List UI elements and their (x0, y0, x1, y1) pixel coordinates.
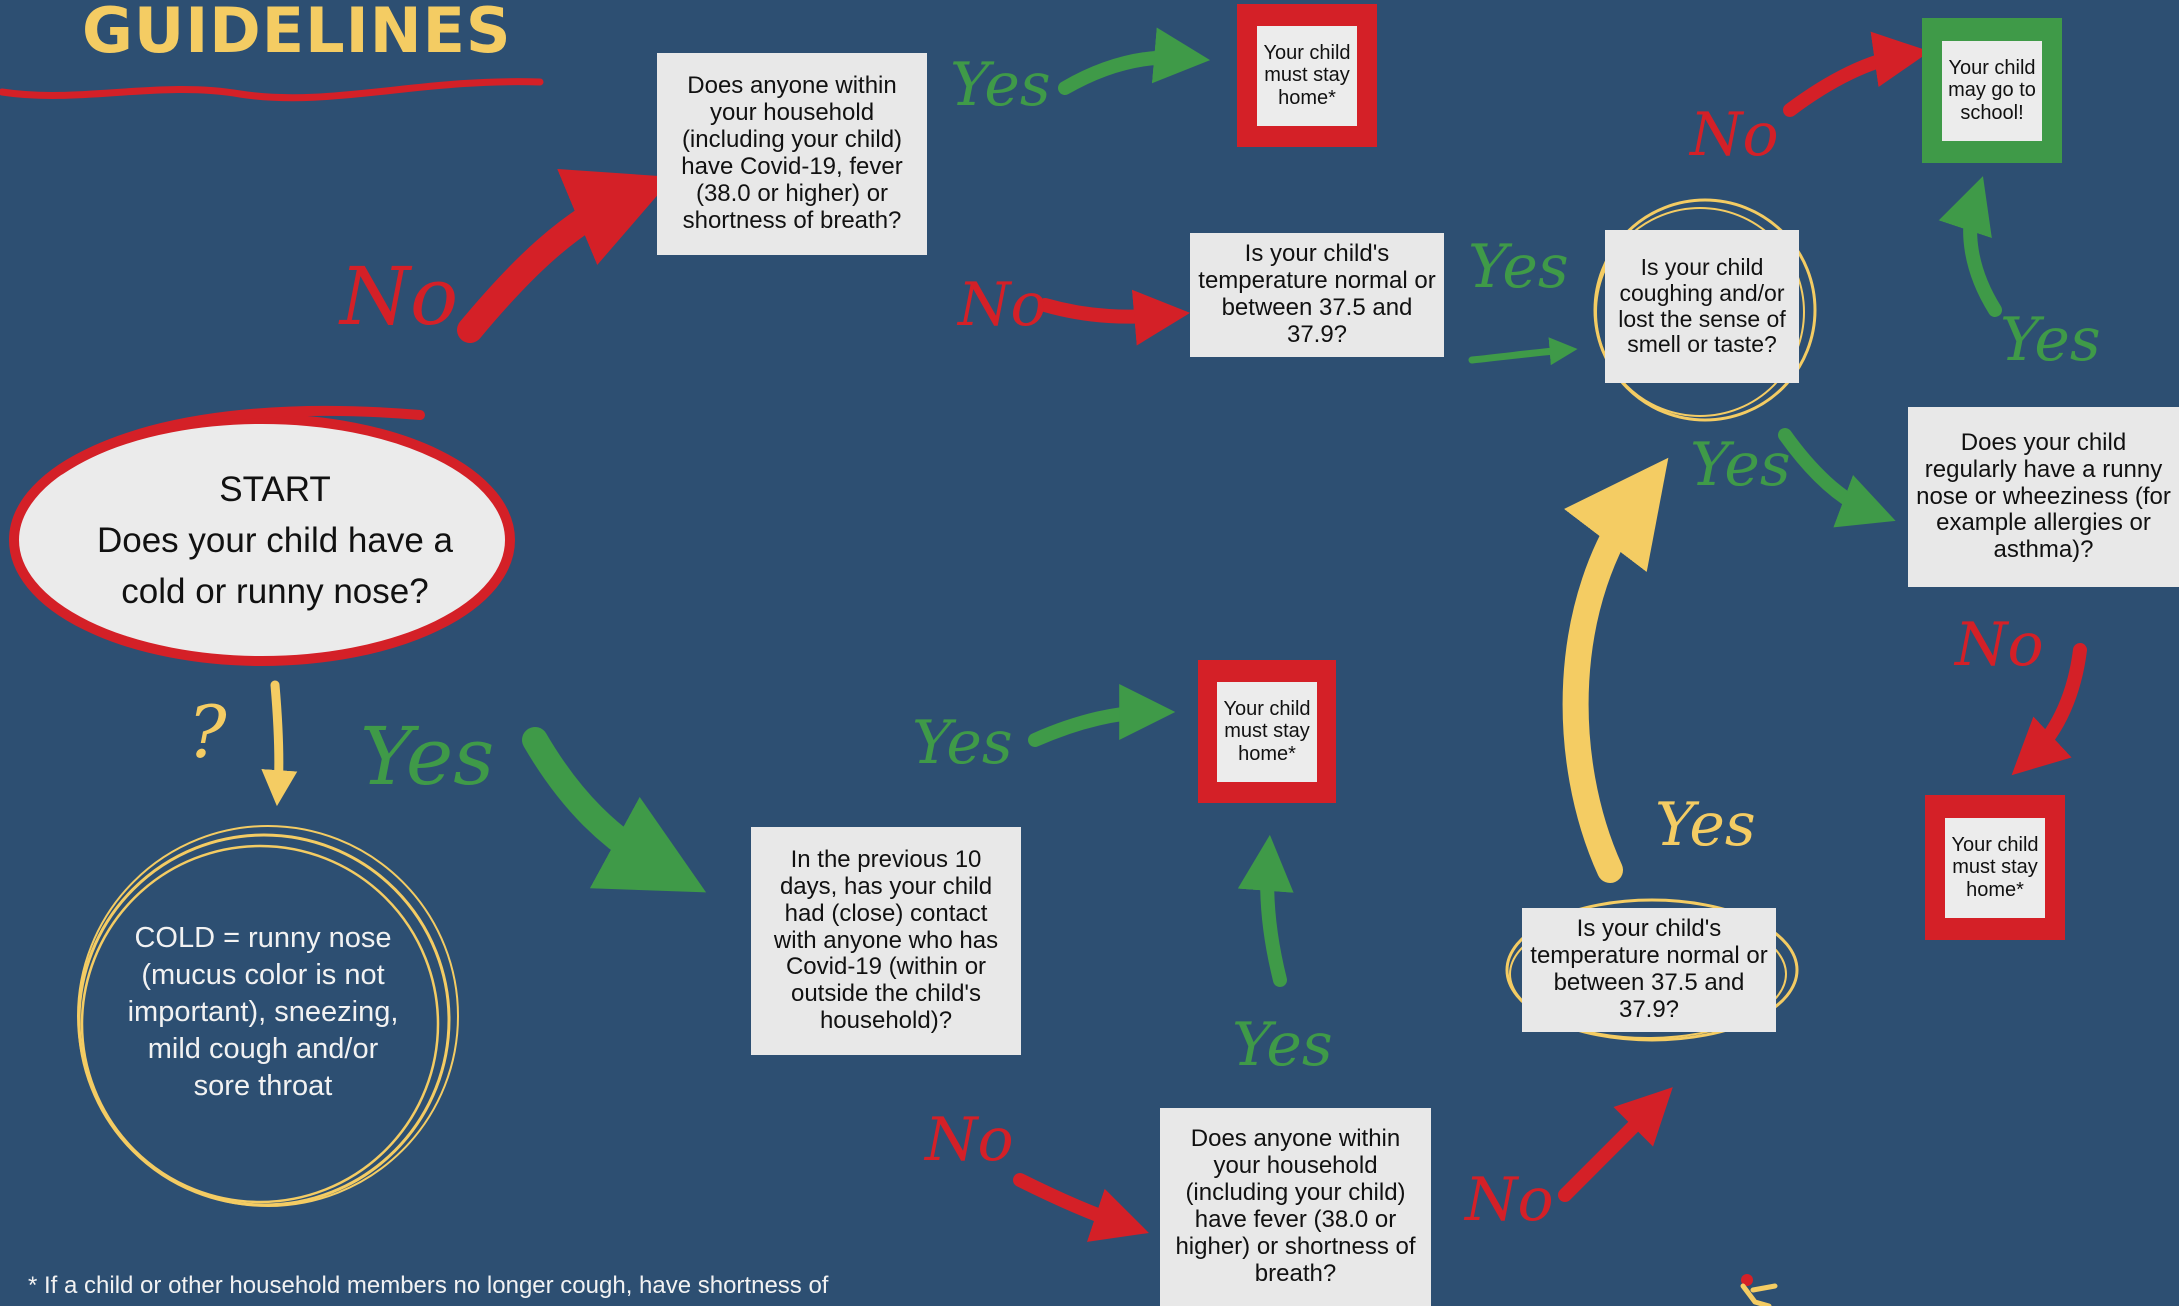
label-no-start: No (340, 250, 459, 343)
arrow-cold-hint (261, 680, 298, 807)
arrow-yes-household-fever (1237, 834, 1294, 987)
cold-definition: COLD = runny nose (mucus color is not im… (127, 922, 399, 1103)
temp-bottom-ellipse (1505, 898, 1799, 1042)
start-scribble-top (55, 405, 425, 475)
node-stay-home-right-text: Your child must stay home* (1951, 833, 2039, 901)
node-stay-home-top: Your child must stay home* (1237, 4, 1377, 147)
node-temp-bottom-text: Is your child's temperature normal or be… (1530, 915, 1768, 1023)
node-may-go-school-text: Your child may go to school! (1948, 56, 2036, 124)
node-contact-10-days: In the previous 10 days, has your child … (751, 827, 1021, 1055)
label-yes-household: Yes (950, 50, 1051, 120)
node-stay-home-mid: Your child must stay home* (1198, 660, 1336, 803)
arrow-yes-temp-top (1468, 337, 1578, 366)
start-question: Does your child have a cold or runny nos… (96, 520, 454, 611)
cough-circle-1 (1593, 198, 1817, 422)
page-title: GUIDELINES (82, 0, 512, 67)
arrow-no-temp-top (1038, 289, 1191, 346)
start-ellipse-outline (9, 414, 515, 666)
label-no-contact: No (925, 1105, 1014, 1175)
node-household-fever: Does anyone within your household (inclu… (1160, 1108, 1431, 1306)
node-temp-top-text: Is your child's temperature normal or be… (1198, 240, 1436, 348)
label-yes-contact: Yes (912, 708, 1013, 778)
arrow-yes-household (1058, 27, 1211, 95)
arrow-no-household-fever (1558, 1087, 1673, 1202)
node-temp-top: Is your child's temperature normal or be… (1190, 233, 1444, 357)
node-household-fever-text: Does anyone within your household (inclu… (1175, 1125, 1416, 1287)
node-household-covid-text: Does anyone within your household (inclu… (681, 72, 903, 234)
cold-circle-3 (77, 825, 459, 1207)
arrow-yes-runny (1938, 176, 2002, 317)
node-may-go-school: Your child may go to school! (1922, 18, 2062, 163)
label-yes-runny: Yes (2000, 305, 2101, 375)
arrow-no-runny (2011, 643, 2087, 776)
node-household-covid: Does anyone within your household (inclu… (657, 53, 927, 255)
node-runny-allergy: Does your child regularly have a runny n… (1908, 407, 2179, 587)
cold-circle-2 (80, 844, 440, 1204)
node-cough-smell-text: Is your child coughing and/or lost the s… (1618, 254, 1786, 358)
child-figure-icon (1740, 1274, 1778, 1306)
node-contact-10-days-text: In the previous 10 days, has your child … (773, 845, 999, 1035)
cough-circle-2 (1595, 207, 1805, 417)
start-ellipse-fill (17, 422, 507, 658)
arrow-no-contact (1013, 1173, 1149, 1242)
node-runny-allergy-text: Does your child regularly have a runny n… (1916, 428, 2171, 564)
footnote: * If a child or other household members … (28, 1272, 829, 1299)
label-no-runny: No (1955, 610, 2044, 680)
node-cough-smell: Is your child coughing and/or lost the s… (1605, 230, 1799, 383)
arrow-yes-cough (1778, 428, 1896, 528)
node-temp-bottom: Is your child's temperature normal or be… (1522, 908, 1776, 1032)
label-yes-household-fever: Yes (1232, 1010, 1333, 1080)
arrow-no-cough (1783, 31, 1930, 117)
start-label: START (219, 470, 331, 509)
node-stay-home-mid-text: Your child must stay home* (1223, 697, 1311, 765)
start-node: START Does your child have a cold or run… (55, 465, 495, 617)
node-stay-home-right: Your child must stay home* (1925, 795, 2065, 940)
label-no-cough: No (1690, 100, 1779, 170)
label-yes-temp-bottom: Yes (1655, 790, 1756, 860)
label-yes-start: Yes (360, 710, 495, 803)
label-yes-cough: Yes (1690, 430, 1791, 500)
label-no-temp-top: No (958, 270, 1047, 340)
question-mark: ? (188, 690, 227, 774)
arrow-yes-contact (1028, 684, 1176, 747)
label-yes-temp-top: Yes (1468, 232, 1569, 302)
node-stay-home-top-text: Your child must stay home* (1263, 41, 1351, 109)
label-no-household-fever: No (1465, 1165, 1554, 1235)
arrow-yes-start (522, 727, 707, 893)
arrow-no-start (457, 169, 674, 343)
arrow-yes-temp-bottom (1562, 457, 1669, 883)
title-underline (0, 78, 544, 102)
